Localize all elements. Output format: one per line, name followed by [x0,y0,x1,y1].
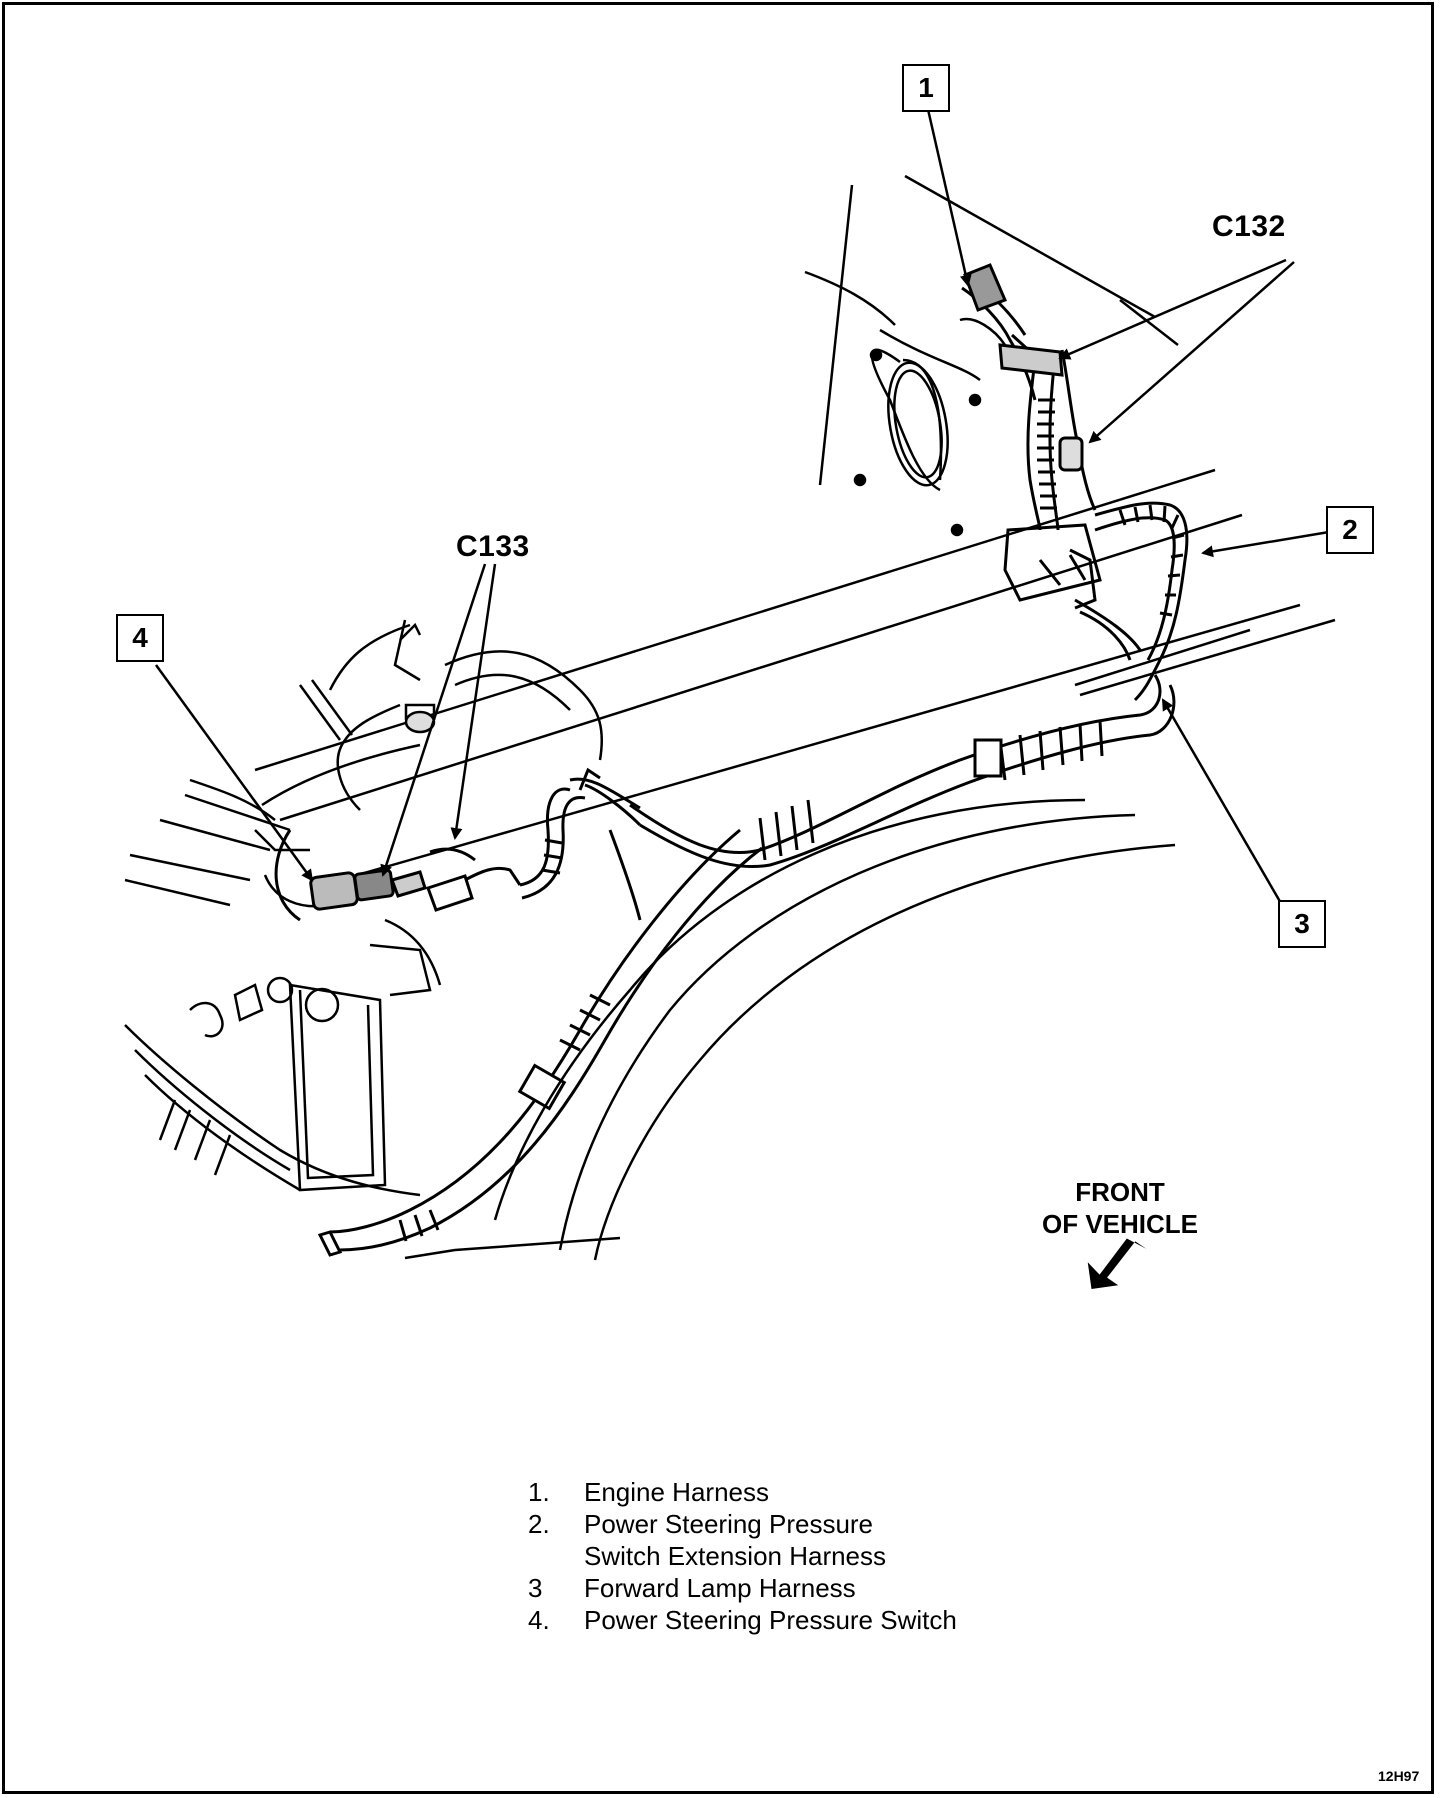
legend-number: 2. [528,1509,550,1539]
callout-number: 4 [132,622,148,653]
legend-number: 3 [528,1573,543,1603]
front-label-line1: FRONT [1075,1177,1165,1207]
fender-wheel-well [404,798,1176,1261]
callout-number: 1 [918,72,934,103]
legend-item: 3 Forward Lamp Harness [528,1572,957,1604]
figure-id: 12H97 [1378,1768,1420,1784]
front-direction-arrow [1087,1238,1147,1289]
ps-extension-harness [1094,501,1189,702]
forward-lamp-harness [317,674,1176,1257]
callout-2: 2 [1326,506,1374,554]
legend-number: 1. [528,1477,550,1507]
legend-item: 2. Power Steering Pressure [528,1508,957,1540]
front-of-vehicle-label: FRONT OF VEHICLE [1020,1176,1220,1240]
legend: 1. Engine Harness 2. Power Steering Pres… [528,1476,957,1636]
legend-item: 1. Engine Harness [528,1476,957,1508]
callout-4: 4 [116,614,164,662]
callout-3: 3 [1278,900,1326,948]
callout-1: 1 [902,64,950,112]
legend-text: Power Steering Pressure [584,1509,874,1539]
legend-number: 4. [528,1605,550,1635]
firewall-panel [804,174,1179,537]
legend-text: Engine Harness [584,1477,769,1507]
callout-number: 3 [1294,908,1310,939]
legend-text: Forward Lamp Harness [584,1573,856,1603]
legend-text: Power Steerіng Pressure Switch [584,1605,957,1635]
connector-label-c132: C132 [1212,210,1286,243]
legend-item: 4. Power Steerіng Pressure Switch [528,1604,957,1636]
engine-compartment-left [124,619,604,1197]
engine-harness [961,263,1142,661]
pointer-arrows [154,104,1336,906]
legend-text-continuation: Switch Extension Harness [584,1541,887,1571]
front-label-line2: OF VEHICLE [1041,1209,1198,1239]
connector-label-c133: C133 [456,530,530,563]
callout-number: 2 [1342,514,1358,545]
